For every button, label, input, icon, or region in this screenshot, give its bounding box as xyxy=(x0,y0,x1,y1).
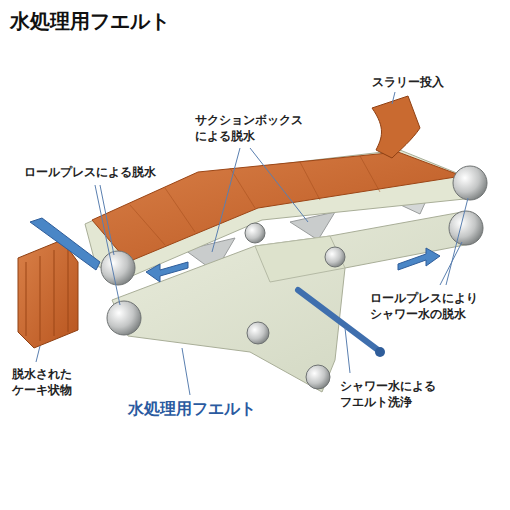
flow-arrow xyxy=(146,262,188,282)
leader-line xyxy=(250,148,308,222)
leader-line xyxy=(212,148,240,252)
flow-arrow xyxy=(398,248,440,270)
cake-ridges xyxy=(26,246,68,341)
roller xyxy=(453,166,487,200)
discharged-cake xyxy=(18,240,78,348)
texture-line xyxy=(360,156,380,192)
leader-line xyxy=(36,346,40,362)
ridge-line xyxy=(68,246,69,332)
felt-label: 水処理用フエルト xyxy=(128,398,256,420)
callout-label: サクションボックス による脱水 xyxy=(195,112,308,144)
page-title: 水処理用フエルト xyxy=(10,8,170,35)
texture-line xyxy=(130,205,165,245)
roller xyxy=(306,365,330,389)
texture-line xyxy=(300,162,320,200)
roller xyxy=(325,247,345,267)
ridge-line xyxy=(40,256,41,341)
cake-texture xyxy=(130,156,380,245)
felt-belt-return xyxy=(255,236,345,282)
callout-label: スラリー投入 xyxy=(372,74,444,90)
rollers xyxy=(101,166,487,389)
roller xyxy=(101,251,135,285)
shower-pipe-end xyxy=(375,347,385,357)
callout-label: ロールプレスによる脱水 xyxy=(24,164,156,180)
roller xyxy=(107,301,141,335)
leader-line xyxy=(345,328,350,373)
leader-line xyxy=(95,185,120,305)
leader-lines xyxy=(36,92,468,395)
roller xyxy=(245,223,265,243)
roller xyxy=(247,322,269,344)
ridge-line xyxy=(54,250,55,336)
callout-label: ロールプレスにより シャワー水の脱水 xyxy=(370,290,483,322)
leader-line xyxy=(446,198,468,285)
slurry-chute xyxy=(372,96,420,158)
texture-line xyxy=(230,168,255,208)
leader-line xyxy=(182,348,190,395)
leader-line xyxy=(392,92,395,104)
ridge-line xyxy=(26,262,27,336)
callout-label: 脱水された ケーキ状物 xyxy=(12,366,77,398)
scraper-blade xyxy=(30,218,100,270)
texture-line xyxy=(165,188,195,232)
callout-label: シャワー水による フエルト洗浄 xyxy=(340,378,441,410)
shower-pipe xyxy=(298,290,378,350)
roller xyxy=(449,211,483,245)
